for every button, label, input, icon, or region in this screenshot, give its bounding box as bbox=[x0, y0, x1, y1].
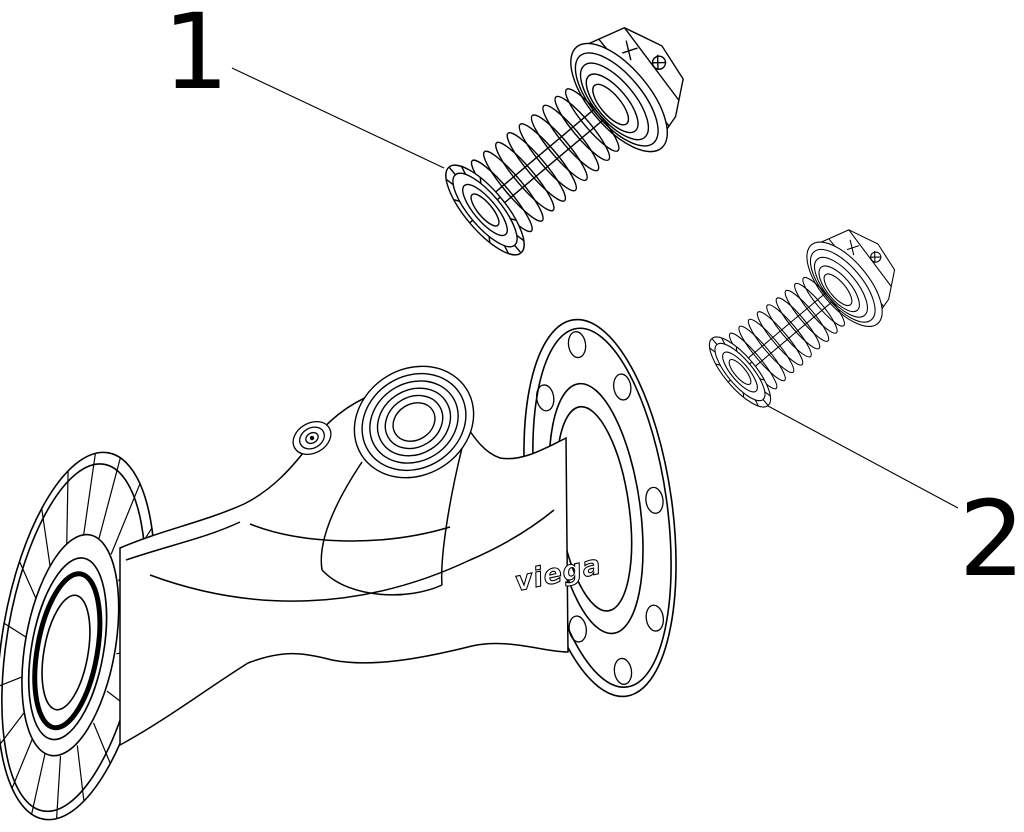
spring-cartridge-1 bbox=[426, 3, 713, 275]
callout-2: 2 bbox=[767, 405, 1024, 600]
callout-1: 1 bbox=[163, 0, 445, 169]
callout-2-label: 2 bbox=[959, 478, 1024, 600]
callout-1-leader-line bbox=[231, 67, 445, 169]
valve-body bbox=[119, 387, 569, 747]
callout-1-label: 1 bbox=[163, 0, 229, 113]
valve-body-outline bbox=[119, 387, 569, 747]
flange-bore bbox=[32, 571, 103, 731]
callout-2-leader-line bbox=[767, 405, 959, 509]
top-port bbox=[353, 365, 475, 479]
spring-cartridge-2 bbox=[694, 211, 918, 423]
drain-plug-boss bbox=[292, 420, 332, 456]
